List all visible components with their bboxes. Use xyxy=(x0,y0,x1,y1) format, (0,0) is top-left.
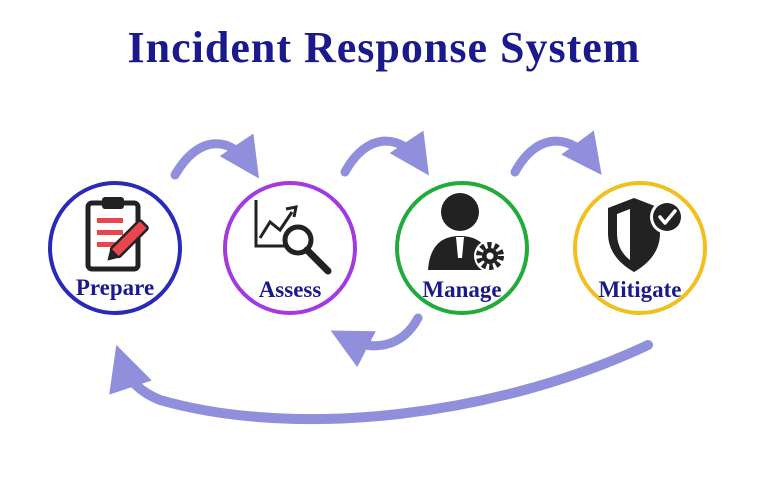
arrow-mitigate-back-to-prepare xyxy=(109,340,653,425)
step-label-assess: Assess xyxy=(259,277,322,302)
step-ring-prepare xyxy=(48,181,182,315)
person-gear-icon xyxy=(428,193,506,272)
step-ring-assess xyxy=(223,181,357,315)
step-label-manage: Manage xyxy=(422,277,501,302)
step-ring-manage xyxy=(395,181,529,315)
step-label-mitigate: Mitigate xyxy=(598,277,681,302)
step-mitigate: Mitigate xyxy=(573,181,707,315)
step-assess: Assess xyxy=(223,181,357,315)
diagram-title: Incident Response System xyxy=(127,23,641,72)
clipboard-pencil-icon xyxy=(85,197,149,272)
step-ring-mitigate xyxy=(573,181,707,315)
step-prepare: Prepare xyxy=(48,181,182,315)
step-manage: Manage xyxy=(395,181,529,315)
shield-check-icon xyxy=(608,198,684,272)
arrow-prepare-to-assess xyxy=(170,133,259,180)
arrow-manage-back-to-assess xyxy=(330,313,423,368)
chart-magnifier-icon xyxy=(254,200,332,275)
step-label-prepare: Prepare xyxy=(76,275,154,300)
arrow-assess-to-manage xyxy=(340,130,429,177)
arrow-manage-to-mitigate xyxy=(510,130,602,177)
